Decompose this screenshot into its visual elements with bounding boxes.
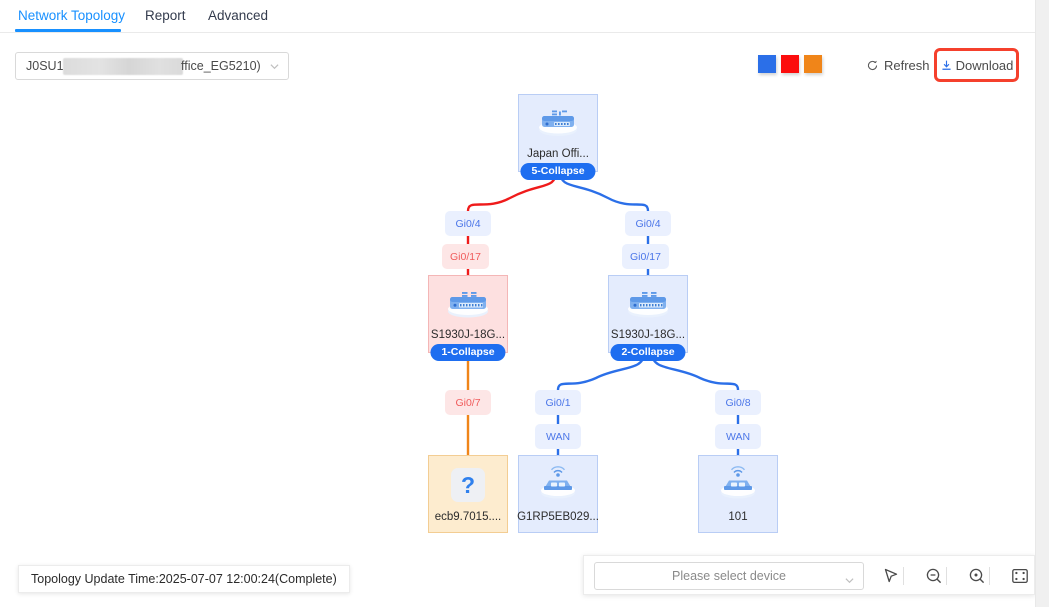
tab-report[interactable]: Report <box>145 8 186 23</box>
device-node-label: G1RP5EB029... <box>517 511 599 523</box>
device-search-placeholder: Please select device <box>672 569 786 583</box>
unknown-device-icon: ? <box>451 468 485 502</box>
legend-swatch-blue <box>758 55 776 73</box>
device-selector-redacted-region <box>63 58 183 75</box>
access-point-icon <box>535 464 581 507</box>
topology-link <box>558 169 650 213</box>
port-badge[interactable]: Gi0/4 <box>625 211 671 236</box>
port-badge[interactable]: WAN <box>715 424 761 449</box>
device-node-label: ecb9.7015.... <box>434 511 502 523</box>
tab-advanced[interactable]: Advanced <box>208 8 269 23</box>
device-node-label: S1930J-18G... <box>610 329 686 341</box>
topology-bottom-toolbar: Please select device <box>583 555 1035 595</box>
port-badge[interactable]: Gi0/4 <box>445 211 491 236</box>
toolbar-divider <box>903 567 904 585</box>
refresh-icon <box>866 59 879 72</box>
download-highlight-box: Download <box>934 48 1019 82</box>
active-tab-underline <box>15 29 121 32</box>
collapse-badge-sw-left[interactable]: 1-Collapse <box>430 344 506 361</box>
device-node-label: 101 <box>728 511 748 523</box>
port-badge[interactable]: Gi0/7 <box>445 390 491 415</box>
tab-network-topology[interactable]: Network Topology <box>18 8 126 23</box>
download-button[interactable]: Download <box>937 51 1016 79</box>
legend-swatch-red <box>781 55 799 73</box>
device-node-sw-right[interactable]: S1930J-18G... 2-Collapse <box>608 275 688 361</box>
port-badge[interactable]: Gi0/17 <box>622 244 669 269</box>
zoom-out-tool-icon[interactable] <box>924 566 944 586</box>
device-node-ap-1[interactable]: G1RP5EB029... <box>517 455 599 533</box>
collapse-badge-root[interactable]: 5-Collapse <box>520 163 596 180</box>
device-node-sw-left[interactable]: S1930J-18G... 1-Collapse <box>428 275 508 361</box>
refresh-label: Refresh <box>884 57 930 73</box>
fit-screen-tool-icon[interactable] <box>1010 566 1030 586</box>
topology-update-status: Topology Update Time:2025-07-07 12:00:24… <box>18 565 350 593</box>
topology-link <box>650 351 740 392</box>
device-search-select[interactable]: Please select device <box>594 562 864 590</box>
collapse-badge-sw-right[interactable]: 2-Collapse <box>610 344 686 361</box>
access-point-icon <box>715 464 761 507</box>
switch-icon <box>444 284 492 325</box>
device-node-label: Japan Offi... <box>527 148 589 160</box>
download-label: Download <box>955 57 1014 73</box>
legend-swatch-orange <box>804 55 822 73</box>
topology-link <box>556 351 646 392</box>
port-badge[interactable]: WAN <box>535 424 581 449</box>
topology-link <box>466 169 558 213</box>
device-node-root[interactable]: Japan Offi... 5-Collapse <box>518 94 598 180</box>
device-selector-suffix: ffice_EG5210) <box>181 59 261 73</box>
port-badge[interactable]: Gi0/1 <box>535 390 581 415</box>
device-node-ap-2[interactable]: 101 <box>698 455 778 533</box>
download-icon <box>940 59 953 72</box>
pointer-tool-icon[interactable] <box>881 566 901 586</box>
switch-icon <box>624 284 672 325</box>
device-node-label: S1930J-18G... <box>430 329 506 341</box>
chevron-down-icon <box>845 572 854 584</box>
tab-bar: Network Topology Report Advanced <box>0 0 1035 33</box>
port-badge[interactable]: Gi0/17 <box>442 244 489 269</box>
device-selector-prefix: J0SU1 <box>26 59 64 73</box>
toolbar-divider <box>946 567 947 585</box>
device-node-unknown[interactable]: ? ecb9.7015.... <box>428 455 508 533</box>
gateway-icon <box>535 103 581 144</box>
topology-update-text: Topology Update Time:2025-07-07 12:00:24… <box>31 572 337 586</box>
right-scroll-gutter <box>1035 0 1049 607</box>
chevron-down-icon <box>270 62 279 71</box>
question-mark-glyph: ? <box>451 468 485 502</box>
device-selector[interactable]: J0SU1 ffice_EG5210) <box>15 52 289 80</box>
refresh-button[interactable]: Refresh <box>866 54 930 76</box>
zoom-in-tool-icon[interactable] <box>967 566 987 586</box>
toolbar-divider <box>989 567 990 585</box>
port-badge[interactable]: Gi0/8 <box>715 390 761 415</box>
